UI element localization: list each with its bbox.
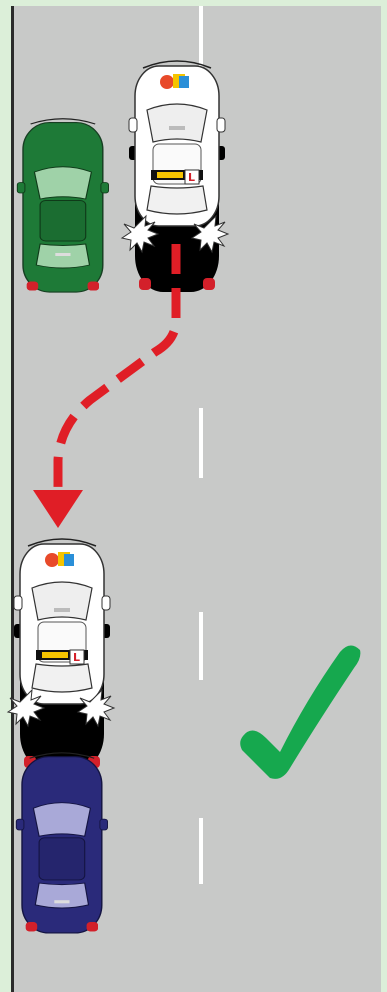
learner-badge-end <box>45 552 74 567</box>
kerb-line <box>11 6 14 992</box>
road-edge-right <box>381 0 387 992</box>
learner-badge-start <box>160 74 189 89</box>
svg-text:L: L <box>73 651 80 664</box>
svg-text:L: L <box>188 171 195 184</box>
